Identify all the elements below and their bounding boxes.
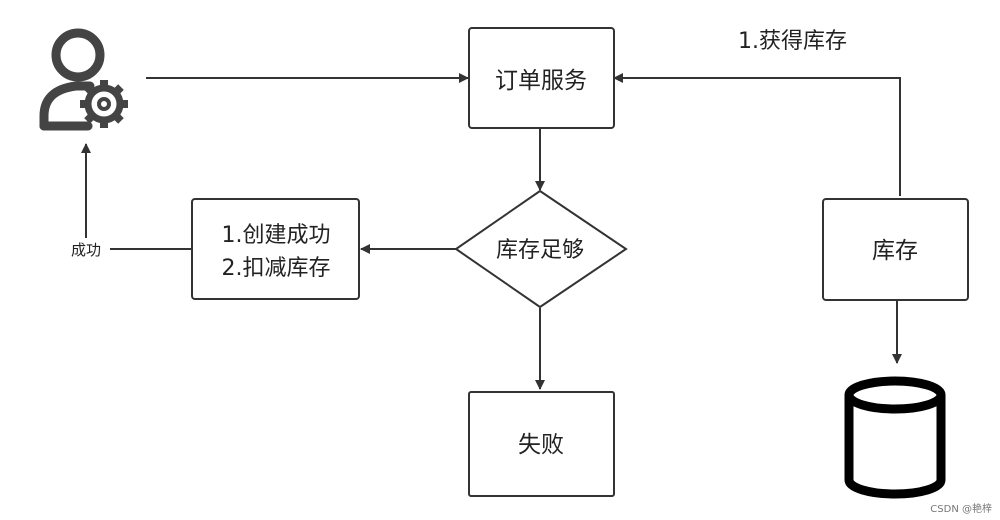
edge-inventory-to-order	[613, 73, 901, 196]
node-fail	[468, 391, 615, 497]
node-success-line-1: 1.创建成功	[222, 223, 331, 248]
edge-label-get-stock: 1.获得库存	[738, 29, 847, 54]
edge-label-success: 成功	[71, 241, 101, 259]
database-icon	[844, 376, 946, 499]
node-stock-enough	[454, 189, 628, 309]
node-order-service-label: 订单服务	[495, 68, 587, 94]
node-inventory-label: 库存	[872, 238, 918, 264]
node-fail-label: 失败	[518, 432, 564, 458]
user-gear-icon	[39, 28, 128, 131]
node-success	[191, 198, 360, 300]
watermark: CSDN @艳梓	[930, 502, 992, 515]
node-inventory	[822, 198, 969, 301]
node-order-service	[468, 27, 615, 129]
node-stock-enough-label: 库存足够	[496, 238, 584, 263]
node-success-line-2: 2.扣减库存	[222, 256, 331, 281]
